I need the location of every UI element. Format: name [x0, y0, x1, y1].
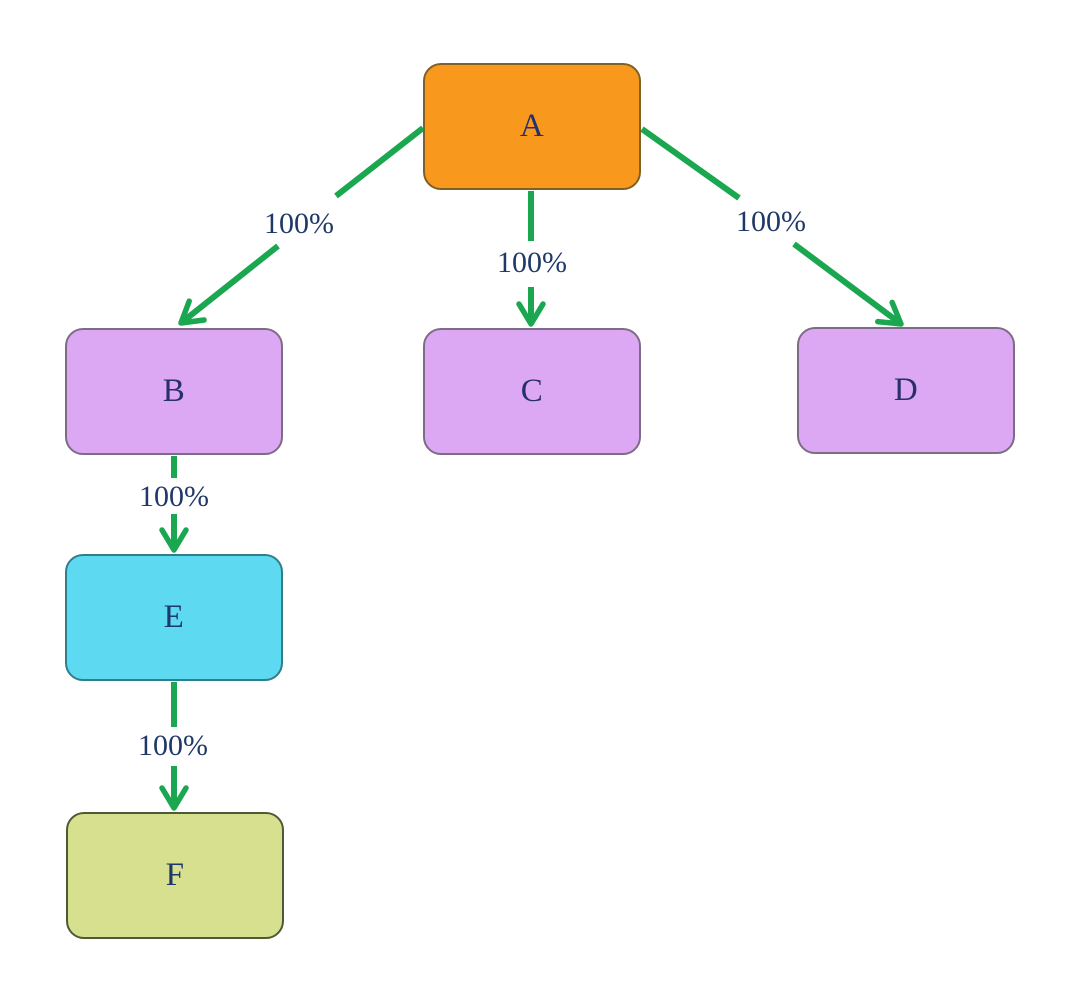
- edge-label-B-E: 100%: [139, 480, 209, 513]
- edge-label-A-D: 100%: [736, 205, 806, 238]
- node-D: D: [797, 327, 1015, 454]
- edge-A-B-segment2: [178, 243, 280, 326]
- node-B-label: B: [162, 373, 186, 409]
- node-E: E: [65, 554, 283, 681]
- node-A: A: [423, 63, 641, 190]
- node-A-label: A: [519, 108, 545, 144]
- node-C-label: C: [520, 373, 544, 409]
- edge-label-E-F: 100%: [138, 729, 208, 762]
- edge-A-B-segment1: [334, 125, 425, 199]
- edge-A-D-segment1: [640, 126, 741, 201]
- node-C: C: [423, 328, 641, 455]
- node-F: F: [66, 812, 284, 939]
- edge-label-A-C: 100%: [497, 246, 567, 279]
- edge-A-D-segment2: [792, 241, 904, 327]
- node-B: B: [65, 328, 283, 455]
- node-D-label: D: [893, 372, 919, 408]
- node-F-label: F: [165, 857, 185, 893]
- edge-label-A-B: 100%: [264, 207, 334, 240]
- node-E-label: E: [163, 599, 185, 635]
